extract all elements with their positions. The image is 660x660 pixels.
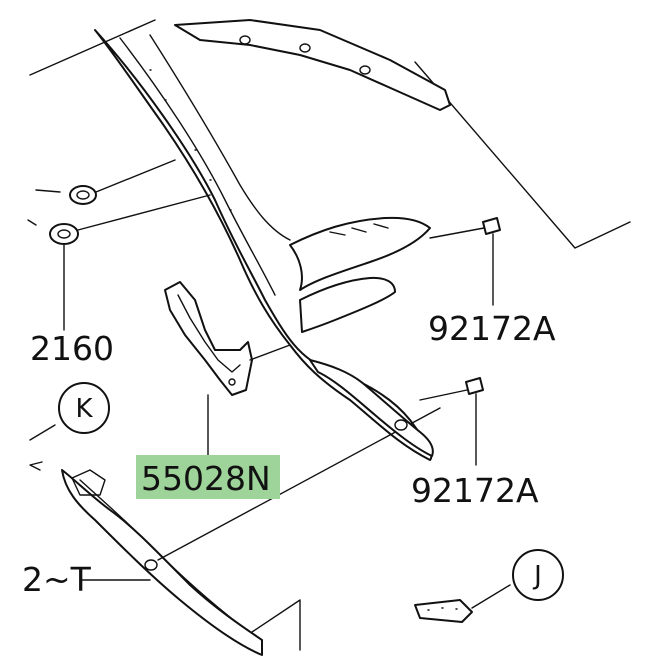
frame-lines: [27, 19, 631, 651]
bolt-lower-head: [465, 377, 484, 395]
grommet-upper: [69, 185, 97, 205]
frame-line-right: [414, 61, 631, 249]
grommet-upper-hole: [76, 190, 90, 200]
fairing-tip-outline: [309, 359, 434, 457]
side-panel-bolt: [144, 559, 158, 571]
frame-line-left-short: [35, 189, 61, 193]
small-bracket-j: [414, 584, 511, 623]
grommet-lower-hole: [57, 229, 71, 239]
label-92172a-lower: 92172A: [411, 471, 539, 510]
fairing-tip: [309, 359, 434, 457]
fairing-crease: [149, 34, 291, 241]
side-panel-tab: [71, 469, 106, 496]
side-panel-leader: [157, 407, 441, 561]
bolt-upper-head: [482, 217, 501, 235]
fairing-tip-hole: [394, 419, 408, 431]
grommet-leader-upper: [95, 159, 176, 193]
fairing-lower-lip: [299, 276, 396, 333]
grommet-leader-lower: [77, 194, 211, 231]
bracket-inner: [177, 294, 241, 373]
callout-j: J: [512, 549, 564, 601]
callout-k-text: K: [75, 394, 93, 424]
bracket-mount-line: [249, 344, 291, 361]
frame-mark-left: [29, 461, 43, 471]
bolt-lower-axis: [419, 389, 468, 401]
callout-k-circle: [58, 382, 110, 434]
leader-j: [471, 584, 511, 609]
frame-line-k: [29, 424, 56, 441]
fairing-top-bracket-holes: [239, 35, 371, 75]
callout-k: K: [58, 382, 110, 434]
fairing-vent-panel: [289, 216, 431, 291]
label-2-t: 2~T: [22, 560, 92, 599]
bracket-outline: [164, 281, 253, 396]
frame-line-bottom: [239, 599, 301, 651]
label-55028n: 55028N: [141, 459, 271, 498]
frame-line-left-tiny: [27, 219, 37, 226]
label-2160: 2160: [30, 329, 114, 368]
fairing-inner-edge: [119, 37, 276, 296]
upper-fairing: [94, 19, 451, 461]
fairing-top-bracket: [174, 19, 451, 111]
bracket-hole: [228, 378, 236, 386]
fairing-dots: [149, 69, 232, 211]
bolt-upper: [429, 217, 501, 306]
frame-line-top-left: [29, 19, 156, 76]
label-92172a-upper: 92172A: [428, 309, 556, 348]
callout-j-circle: [512, 549, 564, 601]
part-number-highlight: [136, 455, 280, 499]
fairing-vent-detail: [329, 223, 389, 236]
grommet-part: [49, 159, 211, 331]
side-panel-outline: [61, 469, 263, 656]
bolt-lower: [419, 377, 484, 466]
bolt-upper-axis: [429, 227, 485, 239]
lower-side-panel: [61, 407, 441, 656]
small-bracket-outline: [414, 599, 473, 623]
grommet-lower: [49, 223, 79, 245]
side-panel-crease: [79, 479, 241, 626]
small-bracket-holes: [427, 607, 458, 611]
bracket-55028n: [164, 281, 291, 456]
callout-j-text: J: [532, 561, 542, 591]
